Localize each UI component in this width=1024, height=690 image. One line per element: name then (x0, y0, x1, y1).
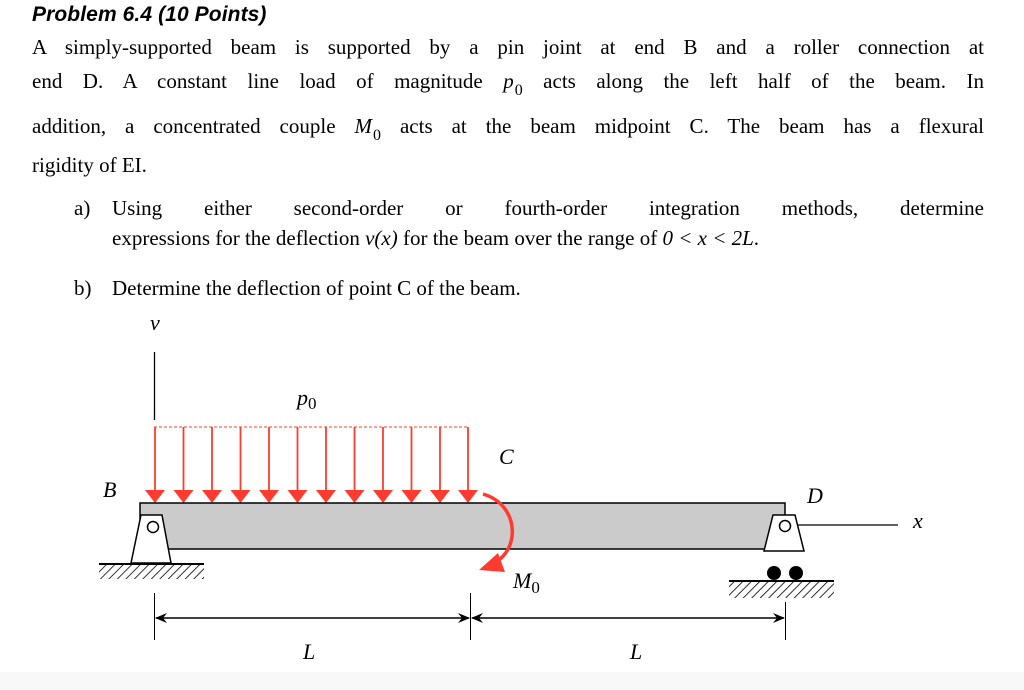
load-arrow (145, 427, 165, 503)
load-arrow (316, 427, 336, 503)
v-axis-label: v (150, 310, 160, 335)
statement-line-1: A simply-supported beam is supported by … (32, 35, 984, 59)
load-arrow (173, 427, 194, 503)
page-bottom-band (0, 672, 1024, 690)
deflection-function: v(x) (365, 226, 398, 250)
moment-symbol: M0 (354, 114, 382, 144)
statement-line-3-post: acts at the beam midpoint C. The beam ha… (381, 114, 984, 138)
load-label: p0 (295, 385, 317, 413)
statement-line-2: end D. A constant line load of magnitude… (32, 69, 984, 99)
part-a-line-2: expressions for the deflection v(x) for … (112, 226, 760, 250)
load-arrow (259, 427, 279, 503)
load-arrow (373, 427, 393, 503)
part-b-marker: b) (74, 276, 92, 300)
part-a-line-1: Using either second-order or fourth-orde… (112, 196, 984, 220)
moment-arrow (479, 492, 515, 572)
roller-support-d (729, 514, 834, 598)
load-arrow (458, 427, 478, 503)
load-arrow (344, 427, 365, 503)
point-b-label: B (103, 477, 116, 502)
load-arrow (230, 427, 251, 503)
statement-line-2-post: acts along the left half of the beam. In (522, 69, 984, 93)
x-axis-label: x (912, 508, 923, 533)
load-arrow (401, 427, 422, 503)
part-b: b) Determine the deflection of point C of… (74, 276, 521, 300)
point-d-label: D (806, 483, 823, 508)
load-arrow (202, 427, 222, 503)
dim-label-left: L (302, 639, 315, 664)
statement-line-4: rigidity of EI. (32, 153, 147, 177)
load-symbol: p0 (503, 69, 523, 99)
distributed-load-arrows (145, 427, 478, 503)
statement-line-2-pre: end D. A constant line load of magnitude (32, 69, 504, 93)
pin-support-b (99, 514, 204, 579)
statement-line-3-pre: addition, a concentrated couple (32, 114, 355, 138)
point-c-label: C (499, 444, 514, 469)
dim-label-right: L (629, 639, 642, 664)
range-expression: 0 < x < 2L (662, 226, 754, 250)
moment-label: M0 (512, 568, 540, 597)
problem-title: Problem 6.4 (10 Points) (32, 3, 267, 26)
load-arrow (430, 427, 450, 503)
part-b-text: Determine the deflection of point C of t… (112, 276, 521, 300)
beam (139, 502, 786, 550)
load-arrow (287, 427, 308, 503)
statement-line-3: addition, a concentrated couple M0 acts … (32, 114, 984, 144)
part-a-marker: a) (74, 196, 91, 220)
